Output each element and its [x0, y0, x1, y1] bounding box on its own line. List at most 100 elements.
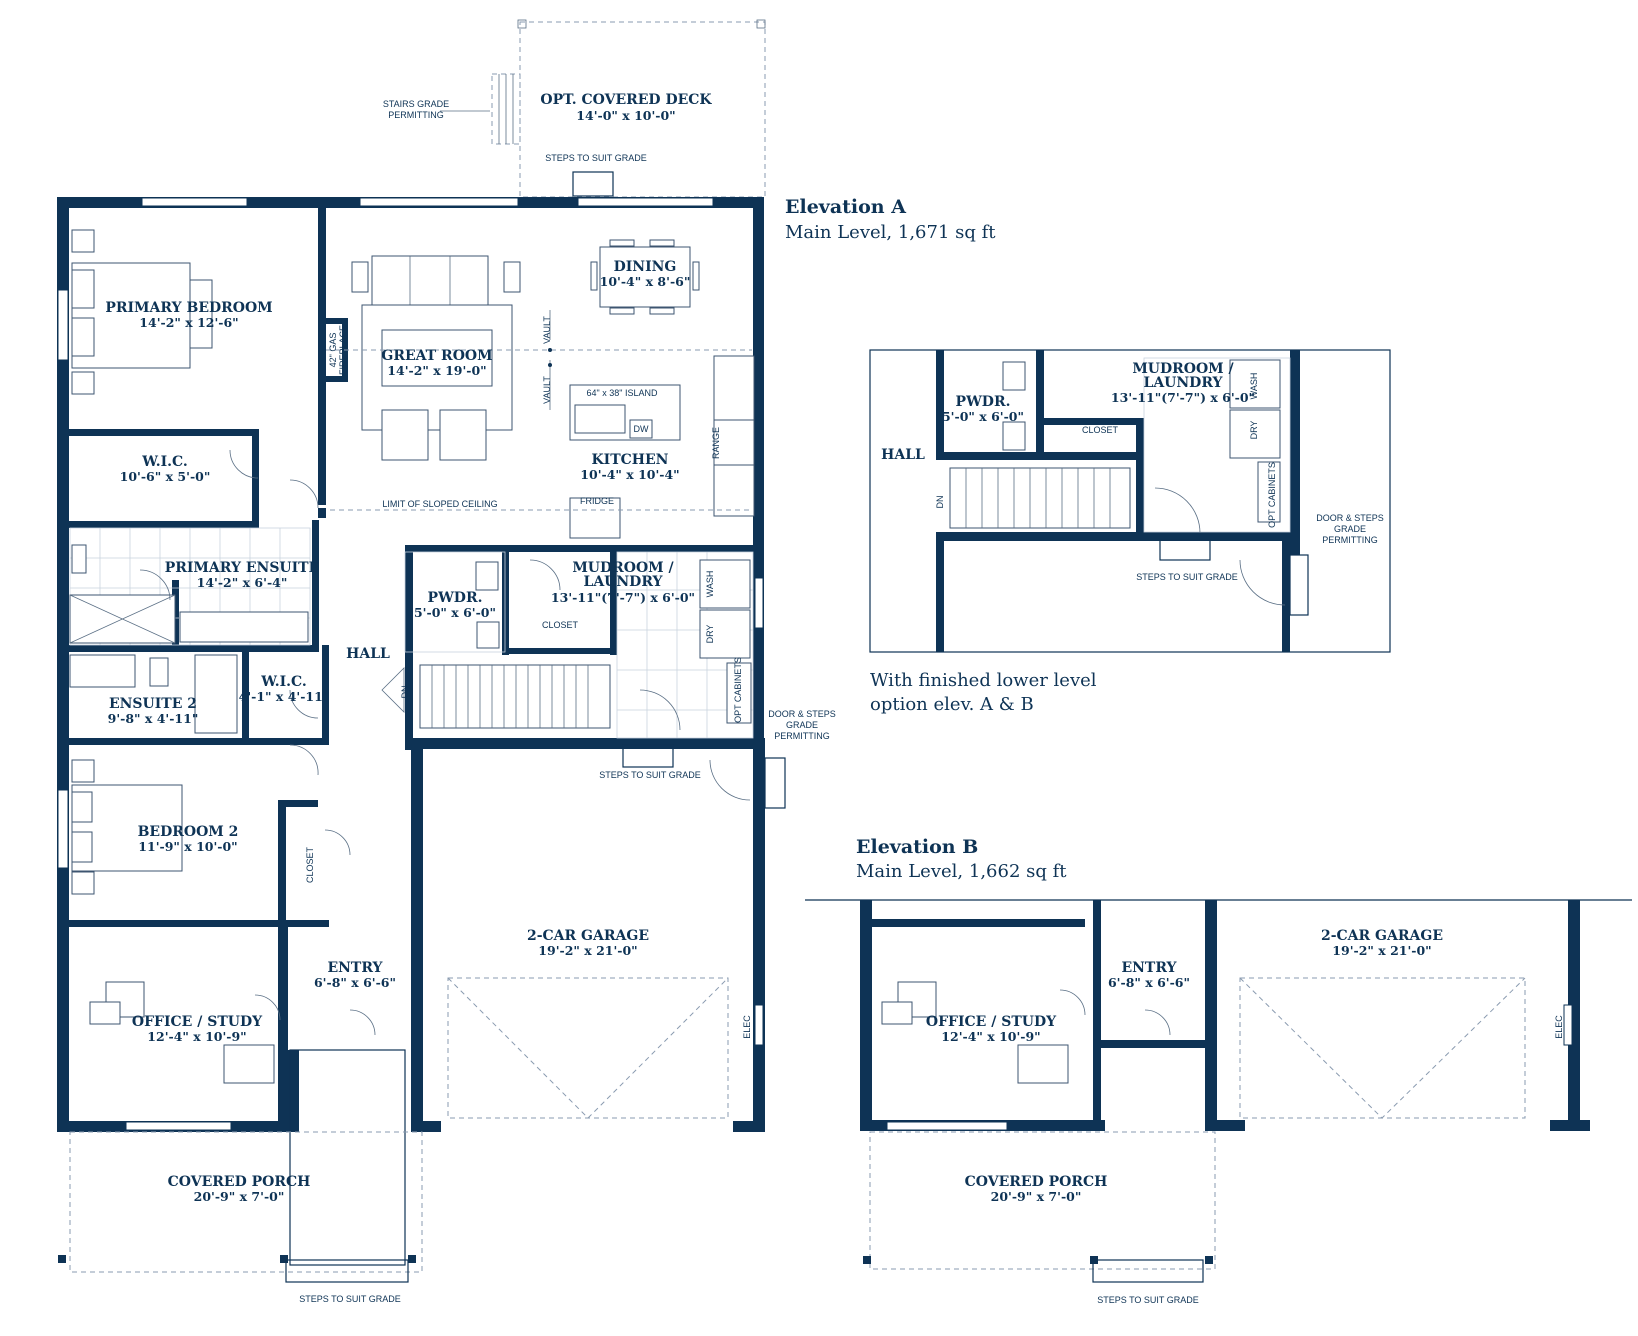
lower-dn-note: DN: [935, 496, 945, 509]
kitchen-dim: 10'-4" x 10'-4": [580, 467, 679, 482]
mudroom-dim: 13'-11"(7'-7") x 6'-0": [551, 590, 695, 605]
primary-bedroom-dim: 14'-2" x 12'-6": [139, 315, 238, 330]
steps-blocks-a: [58, 744, 786, 1283]
mudroom-name-2: LAUNDRY: [583, 574, 663, 590]
kitchen-name: KITCHEN: [592, 452, 669, 468]
wash-note: WASH: [705, 571, 715, 598]
b-steps-note: STEPS TO SUIT GRADE: [1097, 1295, 1199, 1305]
windows-a: [57, 197, 764, 1131]
lower-mudroom-name-1: MUDROOM /: [1132, 361, 1234, 377]
lower-door-steps-note-2: GRADE: [1334, 524, 1366, 534]
door-swings: [139, 449, 751, 1036]
elevation-a-subtitle: Main Level, 1,671 sq ft: [785, 222, 996, 243]
wic2-dim: 4'-1" x 4'-11": [239, 689, 330, 704]
dining-dim: 10'-4" x 8'-6": [600, 274, 691, 289]
dry-note: DRY: [705, 625, 715, 644]
lower-pwdr-dim: 5'-0" x 6'-0": [942, 409, 1024, 424]
b-office-dim: 12'-4" x 10'-9": [941, 1029, 1040, 1044]
lower-pwdr-name: PWDR.: [956, 394, 1011, 410]
room-labels-a: OPT. COVERED DECK 14'-0" x 10'-0" PRIMAR…: [105, 92, 712, 1204]
b-porch-dim: 20'-9" x 7'-0": [991, 1189, 1082, 1204]
dining-name: DINING: [614, 259, 677, 275]
lower-hall-name: HALL: [881, 447, 925, 463]
lower-level-option-plan: PWDR. 5'-0" x 6'-0" MUDROOM / LAUNDRY 13…: [869, 349, 1391, 653]
lower-door-steps-note-3: PERMITTING: [1322, 535, 1378, 545]
stairs-grade-note-1: STAIRS GRADE: [383, 99, 449, 109]
b-entry-name: ENTRY: [1121, 960, 1177, 976]
garage-door: [447, 977, 729, 1119]
b-garage-name: 2-CAR GARAGE: [1321, 928, 1443, 944]
garage-name: 2-CAR GARAGE: [527, 928, 649, 944]
door-steps-note-2: GRADE: [786, 720, 818, 730]
lower-level-line-2: option elev. A & B: [870, 694, 1034, 715]
door-steps-note-3: PERMITTING: [774, 731, 830, 741]
dn-note: DN: [400, 686, 410, 699]
elevation-b-subtitle: Main Level, 1,662 sq ft: [856, 861, 1067, 882]
fridge-note: FRIDGE: [580, 496, 614, 506]
vault-note-1: VAULT: [542, 316, 552, 344]
entry-name: ENTRY: [327, 960, 383, 976]
elec-note: ELEC: [742, 1015, 752, 1039]
door-steps-note-1: DOOR & STEPS: [768, 709, 836, 719]
garage-dim: 19'-2" x 21'-0": [538, 943, 637, 958]
wic-dim: 10'-6" x 5'-0": [120, 469, 211, 484]
b-porch-name: COVERED PORCH: [965, 1174, 1108, 1190]
great-room-dim: 14'-2" x 19'-0": [387, 363, 486, 378]
great-room-name: GREAT ROOM: [381, 348, 492, 364]
lower-opt-cabinets-note: OPT CABINETS: [1267, 462, 1277, 528]
lower-wash-note: WASH: [1249, 373, 1259, 400]
lower-steps-note: STEPS TO SUIT GRADE: [1136, 572, 1238, 582]
steps-porch-note: STEPS TO SUIT GRADE: [299, 1294, 401, 1304]
b-entry-dim: 6'-8" x 6'-6": [1108, 975, 1190, 990]
ensuite2-dim: 9'-8" x 4'-11": [108, 711, 199, 726]
mudroom-name-1: MUDROOM /: [572, 560, 674, 576]
covered-deck-name: OPT. COVERED DECK: [540, 92, 712, 108]
entry-dim: 6'-8" x 6'-6": [314, 975, 396, 990]
office-name: OFFICE / STUDY: [132, 1014, 263, 1030]
range-note: RANGE: [711, 427, 721, 459]
vault-note-2: VAULT: [542, 376, 552, 404]
pwdr-dim: 5'-0" x 6'-0": [414, 605, 496, 620]
b-elec-note: ELEC: [1554, 1015, 1564, 1039]
sloped-ceiling-note: LIMIT OF SLOPED CEILING: [382, 499, 497, 509]
stairs-grade-note-2: PERMITTING: [388, 110, 444, 120]
porch-name: COVERED PORCH: [168, 1174, 311, 1190]
ensuite2-name: ENSUITE 2: [109, 696, 197, 712]
steps-mud-note: STEPS TO SUIT GRADE: [599, 770, 701, 780]
elevation-b-plan: 2-CAR GARAGE 19'-2" x 21'-0" ENTRY 6'-8"…: [805, 899, 1632, 1305]
notes-a: STAIRS GRADE PERMITTING STEPS TO SUIT GR…: [299, 99, 836, 1304]
pwdr-name: PWDR.: [428, 590, 483, 606]
covered-deck-dim: 14'-0" x 10'-0": [576, 108, 675, 123]
island-note: 64" x 38" ISLAND: [587, 388, 658, 398]
porch-dim: 20'-9" x 7'-0": [194, 1189, 285, 1204]
closet-hall-note: CLOSET: [305, 846, 315, 883]
primary-ensuite-dim: 14'-2" x 6'-4": [197, 575, 288, 590]
primary-ensuite-name: PRIMARY ENSUITE: [165, 560, 320, 576]
closet-mud-note: CLOSET: [542, 620, 579, 630]
lower-closet-note: CLOSET: [1082, 425, 1119, 435]
lower-level-line-1: With finished lower level: [870, 670, 1097, 691]
fireplace-note-1: 42" GAS: [328, 333, 338, 368]
dw-note: DW: [634, 424, 649, 434]
opt-cabinets-note: OPT CABINETS: [733, 657, 743, 723]
wic2-name: W.I.C.: [260, 674, 307, 690]
lower-mudroom-name-2: LAUNDRY: [1143, 375, 1223, 391]
elevation-a-title: Elevation A: [785, 196, 906, 218]
lower-mudroom-dim: 13'-11"(7'-7") x 6'-0": [1111, 390, 1255, 405]
office-dim: 12'-4" x 10'-9": [147, 1029, 246, 1044]
stairs: [419, 664, 611, 729]
lower-dry-note: DRY: [1249, 421, 1259, 440]
bedroom2-name: BEDROOM 2: [138, 824, 239, 840]
b-office-name: OFFICE / STUDY: [926, 1014, 1057, 1030]
wic-name: W.I.C.: [141, 454, 188, 470]
fireplace-note-2: FIREPLACE: [338, 325, 348, 375]
steps-deck-note: STEPS TO SUIT GRADE: [545, 153, 647, 163]
great-room-furniture: [326, 239, 755, 539]
hall-name: HALL: [346, 646, 390, 662]
bedroom2-dim: 11'-9" x 10'-0": [138, 839, 237, 854]
interior-walls: [69, 205, 755, 1130]
elevation-b-title: Elevation B: [856, 836, 978, 858]
b-garage-dim: 19'-2" x 21'-0": [1332, 943, 1431, 958]
elevation-a-plan: OPT. COVERED DECK 14'-0" x 10'-0" PRIMAR…: [57, 19, 836, 1304]
